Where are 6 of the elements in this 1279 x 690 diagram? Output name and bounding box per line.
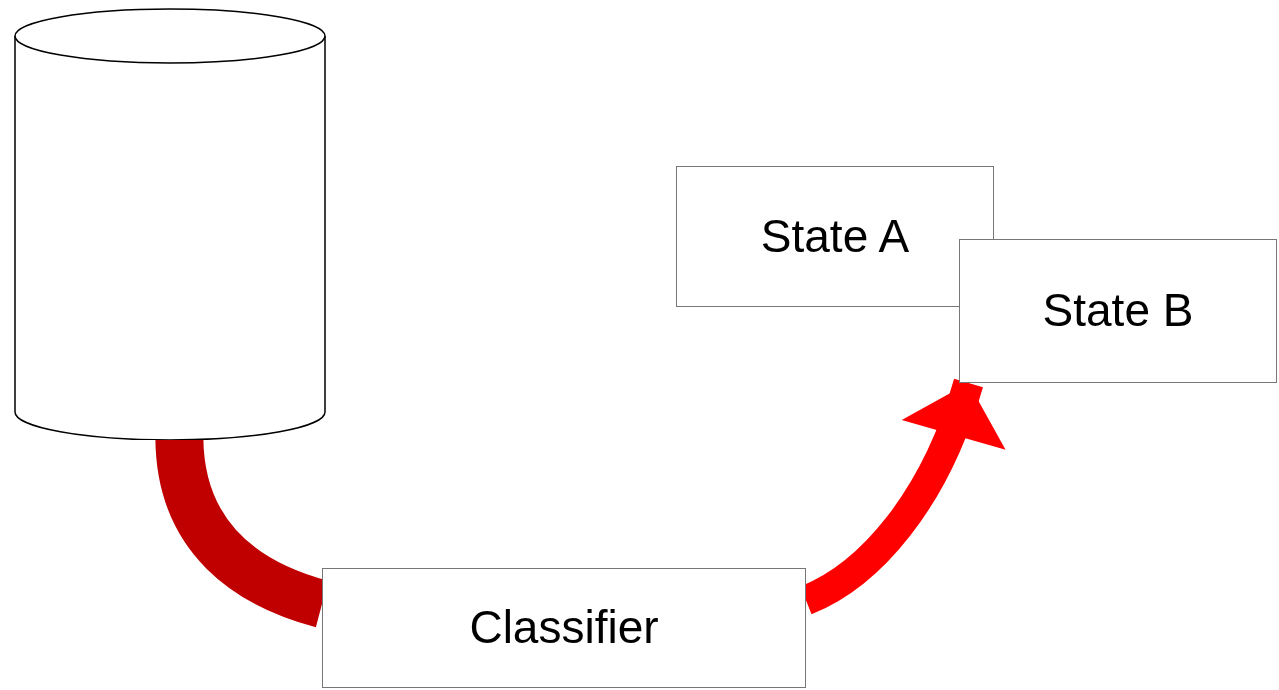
box-label: Classifier <box>469 600 659 656</box>
state-box <box>322 568 806 688</box>
state-box <box>676 166 994 307</box>
box-label: State B <box>1042 283 1194 339</box>
state-box <box>959 239 1277 383</box>
box-label: State A <box>760 208 910 264</box>
